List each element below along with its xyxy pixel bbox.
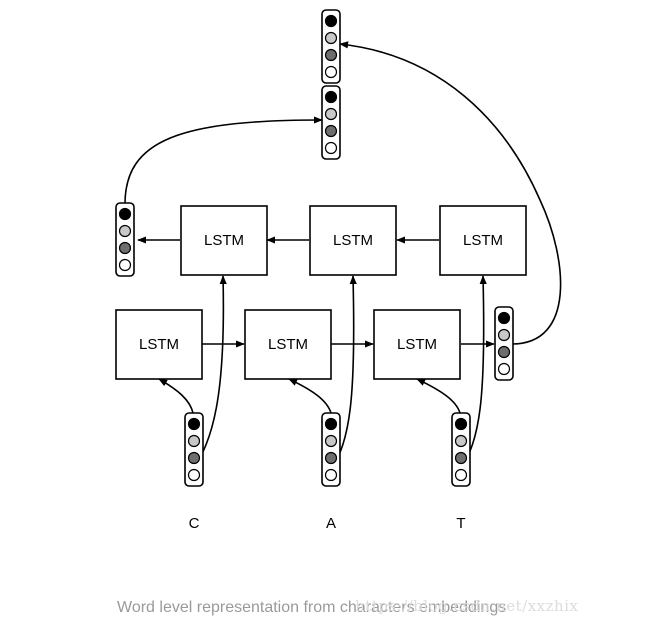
lstm-bwd-3: LSTM bbox=[439, 205, 527, 276]
lstm-label: LSTM bbox=[333, 232, 373, 249]
lstm-label: LSTM bbox=[204, 232, 244, 249]
lstm-forward-row: LSTM LSTM LSTM bbox=[115, 309, 461, 380]
char-label-t: T bbox=[456, 515, 465, 532]
lstm-fwd-3: LSTM bbox=[373, 309, 461, 380]
lstm-bwd-2: LSTM bbox=[309, 205, 397, 276]
bwd-output-vector bbox=[115, 202, 135, 277]
char-embedding-a bbox=[321, 412, 341, 487]
arrow-bwd-out-to-word bbox=[124, 116, 323, 205]
fwd-output-vector bbox=[494, 306, 514, 381]
lstm-bwd-1: LSTM bbox=[180, 205, 268, 276]
word-representation-fwd-vector bbox=[321, 9, 341, 84]
lstm-label: LSTM bbox=[463, 232, 503, 249]
char-embedding-t bbox=[451, 412, 471, 487]
word-representation-bwd-vector bbox=[321, 85, 341, 160]
char-embedding-c bbox=[184, 412, 204, 487]
arrow-c-to-fwd bbox=[158, 378, 194, 414]
figure-caption: Word level representation from character… bbox=[117, 599, 507, 616]
watermark: https://blog.csdn.net/xxzhix bbox=[355, 597, 579, 615]
lstm-fwd-2: LSTM bbox=[244, 309, 332, 380]
lstm-fwd-1: LSTM bbox=[115, 309, 203, 380]
lstm-backward-row: LSTM LSTM LSTM bbox=[180, 205, 527, 276]
arrow-t-to-fwd bbox=[416, 378, 461, 414]
arrow-a-to-fwd bbox=[288, 378, 332, 414]
char-label-c: C bbox=[189, 515, 200, 532]
lstm-label: LSTM bbox=[397, 336, 437, 353]
lstm-label: LSTM bbox=[268, 336, 308, 353]
lstm-label: LSTM bbox=[139, 336, 179, 353]
arrow-fwd-out-to-word bbox=[339, 41, 562, 345]
char-label-a: A bbox=[326, 515, 336, 532]
